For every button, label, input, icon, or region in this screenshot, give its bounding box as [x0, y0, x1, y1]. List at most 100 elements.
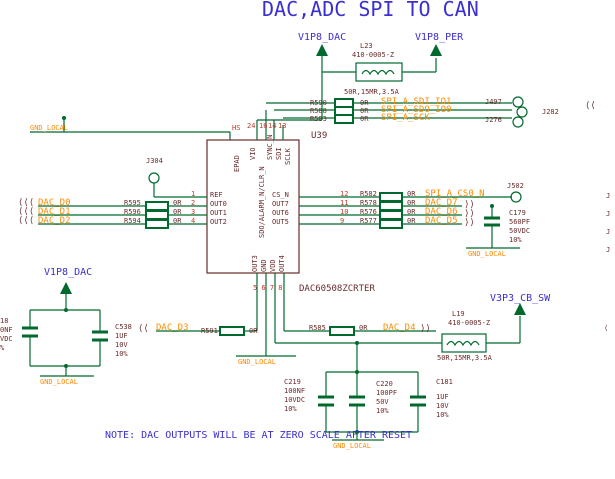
resistor-r596[interactable] — [145, 210, 169, 220]
gnd-label-left: GND_LOCAL — [40, 378, 78, 386]
dac-left-ref-2: R594 — [124, 217, 141, 225]
pin-num-9: 9 — [340, 217, 344, 225]
cap-c219-tol: 10% — [284, 405, 297, 413]
ic-label-out4: OUT4 — [278, 255, 286, 272]
pin-num-1: 1 — [191, 190, 195, 198]
resistor-r583[interactable] — [334, 114, 354, 124]
gnd-label-chip: GND_LOCAL — [238, 358, 276, 366]
ic-label-out7: OUT7 — [272, 200, 289, 208]
sheet-title: DAC,ADC SPI TO CAN — [262, 0, 479, 21]
cut-left-3: % — [0, 344, 5, 352]
testpoint-j497-label: J497 — [485, 98, 502, 106]
cap-c181-voltage: 10V — [436, 402, 449, 410]
spi-r3-val: 0R — [360, 115, 369, 123]
dac-right-val-3: 0R — [407, 217, 416, 225]
l23-part: 410-0005-Z — [352, 51, 394, 59]
power-label-v1p8-dac: V1P8_DAC — [298, 32, 346, 43]
testpoint-j304-label: J304 — [146, 157, 163, 165]
dac-right-ref-0: R582 — [360, 190, 377, 198]
dac-right-val-1: 0R — [407, 199, 416, 207]
pin-num-3: 3 — [191, 208, 195, 216]
ic-label-vdd: VDD — [269, 259, 277, 272]
net-spi-cs: SPI_A_CS0_N — [425, 189, 485, 199]
edge-label-j-3: J — [606, 228, 610, 236]
ic-label-vio: VIO — [249, 147, 257, 160]
offpage-glyph-d3: ⟨⟨ — [138, 324, 149, 334]
cap-c181-value: 1UF — [436, 393, 449, 401]
ic-label-sdi: SDI — [275, 147, 283, 160]
net-spi-sck: SPI_A_SCK — [381, 113, 430, 123]
dac-right-ref-1: R578 — [360, 199, 377, 207]
resistor-r585[interactable] — [329, 326, 355, 336]
resistor-r582[interactable] — [379, 192, 403, 202]
ic-label-out5: OUT5 — [272, 218, 289, 226]
net-dac-d3: DAC_D3 — [156, 323, 189, 333]
dac-left-ref-0: R595 — [124, 199, 141, 207]
testpoint-j497-icon[interactable] — [512, 96, 524, 108]
ic-label-out1: OUT1 — [210, 209, 227, 217]
testpoint-j304-icon[interactable] — [148, 172, 160, 184]
net-dac-d7: DAC_D7 — [425, 198, 458, 208]
cap-c220-ref: C220 — [376, 380, 393, 388]
ic-label-out6: OUT6 — [272, 209, 289, 217]
cut-left-2: VDC — [0, 335, 13, 343]
testpoint-j502-icon[interactable] — [510, 191, 522, 203]
l19-ref: L19 — [452, 310, 465, 318]
offpage-glyph-d4: ⟩⟩ — [420, 324, 431, 334]
resistor-r595[interactable] — [145, 201, 169, 211]
cap-c179-value: 560PF — [509, 218, 530, 226]
dac-left-val-2: 0R — [173, 217, 182, 225]
offpage-glyph-d6: ⟩⟩ — [464, 209, 475, 219]
resistor-r577[interactable] — [379, 219, 403, 229]
ic-label-cs-n: CS_N — [272, 191, 289, 199]
power-arrow-v3p3 — [514, 303, 526, 315]
dac-right-ref-3: R577 — [360, 217, 377, 225]
resistor-r588[interactable] — [334, 106, 354, 116]
cut-left-0: 18 — [0, 317, 8, 325]
pin-num-4: 4 — [191, 217, 195, 225]
resistor-r576[interactable] — [379, 210, 403, 220]
resistor-r578[interactable] — [379, 201, 403, 211]
edge-label-j-2: J — [606, 210, 610, 218]
testpoint-j282-icon[interactable] — [516, 106, 528, 118]
ic-label-out3: OUT3 — [251, 255, 259, 272]
l23-value: 50R,15MR,3.5A — [344, 88, 400, 96]
dac-d4-val: 0R — [359, 324, 368, 332]
ic-u39-ref: U39 — [311, 131, 327, 141]
net-dac-d4: DAC_D4 — [383, 323, 416, 333]
dac-right-ref-2: R576 — [360, 208, 377, 216]
dac-left-val-0: 0R — [173, 199, 182, 207]
pin-num-14: 14 — [268, 122, 276, 130]
pin-num-2: 2 — [191, 199, 195, 207]
net-dac-d0: DAC_D0 — [38, 198, 71, 208]
offpage-glyph-d2: ⟨⟨⟨ — [18, 216, 34, 226]
pin-num-16: 16 — [259, 122, 267, 130]
l19-value: 50R,15MR,3.5A — [437, 354, 493, 362]
gnd-label-bottom: GND_LOCAL — [333, 442, 371, 450]
cap-c220-value: 100PF — [376, 389, 397, 397]
offpage-glyph-d7: ⟩⟩ — [464, 200, 475, 210]
spi-r3-ref: R583 — [310, 115, 327, 123]
net-dac-d1: DAC_D1 — [38, 207, 71, 217]
offpage-glyph-d1: ⟨⟨⟨ — [18, 207, 34, 217]
cap-c181-tol: 10% — [436, 411, 449, 419]
ic-label-ref: REF — [210, 191, 223, 199]
spi-r2-val: 0R — [360, 107, 369, 115]
pin-num-13: 13 — [278, 122, 286, 130]
resistor-r594[interactable] — [145, 219, 169, 229]
note-text: NOTE: DAC OUTPUTS WILL BE AT ZERO SCALE … — [105, 430, 412, 441]
resistor-r590[interactable] — [334, 98, 354, 108]
cap-c538-tol: 10% — [115, 350, 128, 358]
resistor-r591[interactable] — [219, 326, 245, 336]
pin-num-bottom: 5 6 7 8 — [253, 284, 283, 292]
pin-num-12: 12 — [340, 190, 348, 198]
dac-d3-ref: R591 — [201, 327, 218, 335]
pin-num-11: 11 — [340, 199, 348, 207]
cap-c181-ref: C181 — [436, 378, 453, 386]
testpoint-j276-icon[interactable] — [512, 116, 524, 128]
pin-num-24: 24 — [247, 122, 255, 130]
ic-label-sync: SYNC_N — [266, 135, 274, 160]
power-arrow-v1p8-dac-left — [60, 282, 72, 294]
